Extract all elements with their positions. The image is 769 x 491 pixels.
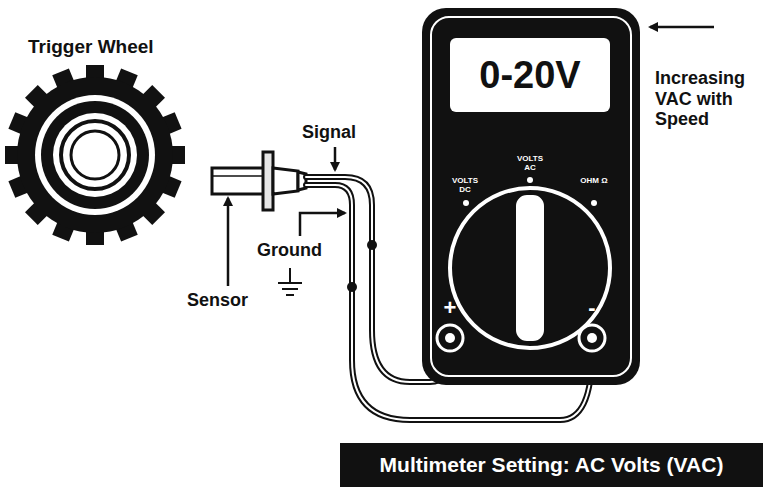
signal-name: Ground — [257, 240, 337, 261]
trigger-wheel — [5, 65, 185, 245]
ground-symbol — [278, 268, 302, 295]
part-name: Sensor — [187, 290, 267, 311]
sensor-body — [212, 152, 306, 210]
part-name: Trigger Wheel — [28, 36, 188, 58]
note: Increasing VAC with Speed — [655, 68, 763, 130]
node-text: Multimeter Setting: AC Volts (VAC) — [380, 453, 724, 477]
dial-label: VOLTS AC — [513, 154, 547, 172]
dial-label: VOLTS DC — [448, 176, 482, 194]
signal-name: Signal — [302, 122, 372, 143]
dial-label: OHM Ω — [580, 176, 608, 185]
meter-display: 0-20V — [450, 38, 610, 112]
terminal-label: + — [438, 295, 462, 320]
node-text: 0-20V — [479, 54, 580, 97]
terminal-label: - — [580, 295, 604, 320]
multimeter — [422, 8, 640, 385]
setting-band: Multimeter Setting: AC Volts (VAC) — [340, 443, 763, 487]
